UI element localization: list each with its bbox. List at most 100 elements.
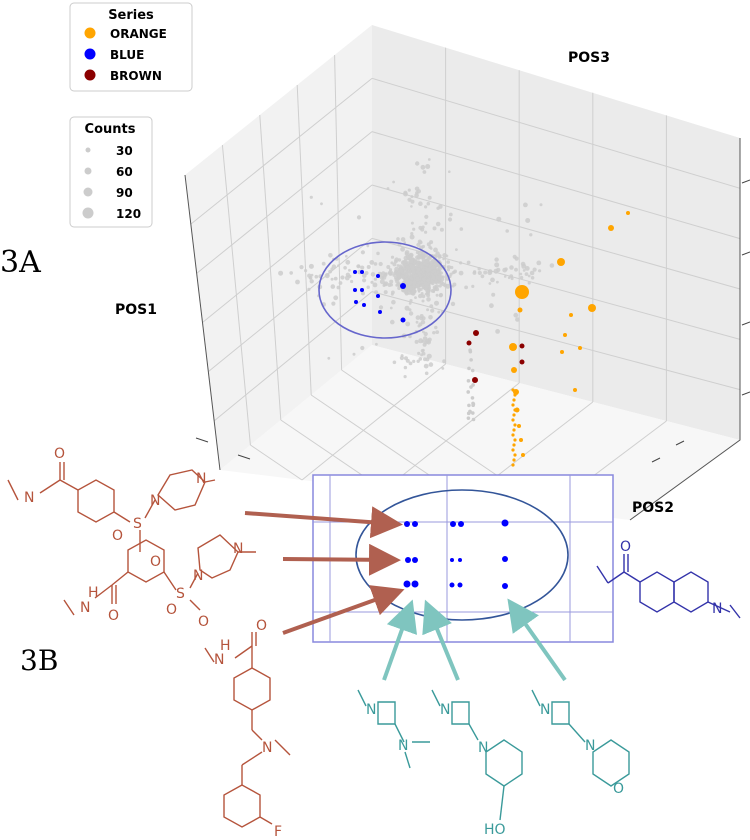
gray-point — [527, 281, 531, 285]
gray-point — [422, 330, 425, 334]
gray-point — [331, 264, 337, 269]
gray-point — [426, 201, 431, 206]
gray-point — [404, 305, 410, 311]
orange-point — [512, 458, 516, 462]
orange-point — [512, 398, 516, 402]
gray-point — [404, 289, 408, 293]
axis-line-right — [629, 138, 741, 521]
blue-point — [360, 270, 364, 274]
gray-point — [321, 261, 326, 266]
gray-point — [477, 267, 481, 271]
gray-point — [419, 270, 423, 274]
zoom-point — [404, 521, 410, 527]
gray-point — [439, 227, 444, 232]
grid-line — [383, 382, 520, 491]
orange-point — [513, 408, 517, 412]
gray-point — [422, 336, 428, 341]
gray-point — [278, 270, 284, 276]
gray-point — [314, 274, 319, 279]
brown-point — [466, 340, 472, 346]
zoom-point — [412, 521, 418, 527]
gray-point — [403, 269, 408, 275]
gray-point — [496, 216, 502, 222]
gray-point — [361, 291, 365, 296]
gray-point — [310, 273, 314, 277]
zoom-point — [458, 521, 464, 527]
gray-point — [418, 225, 423, 230]
gray-point — [421, 294, 426, 299]
gray-point — [467, 366, 471, 371]
atom-label: O — [620, 539, 631, 555]
gray-point — [348, 268, 351, 272]
gray-point — [536, 260, 542, 266]
structure-right-blue: O N — [596, 539, 741, 619]
gray-point — [372, 282, 378, 288]
orange-point — [511, 388, 515, 392]
gray-point — [480, 274, 485, 279]
gray-point — [373, 277, 377, 281]
atom-label: N — [712, 601, 722, 617]
orange-point — [563, 333, 567, 337]
gray-point — [388, 270, 393, 276]
gray-point — [466, 379, 471, 383]
gray-point — [348, 274, 352, 278]
gray-point — [408, 361, 413, 366]
gray-point — [427, 195, 432, 200]
gray-point — [432, 331, 436, 335]
gray-point — [394, 269, 398, 273]
gray-point — [379, 275, 385, 280]
gray-point — [438, 284, 442, 288]
gray-point — [420, 164, 426, 170]
gray-point — [327, 356, 331, 360]
gray-point — [375, 342, 378, 346]
legend-counts-label: 60 — [116, 165, 133, 179]
gray-point — [409, 299, 413, 303]
gray-point — [425, 164, 431, 169]
gray-point — [320, 202, 323, 206]
grid-line — [296, 84, 312, 396]
gray-point — [309, 195, 313, 199]
gray-point — [304, 269, 308, 273]
gray-point — [415, 276, 420, 282]
gray-point — [495, 329, 500, 334]
gray-point — [426, 278, 431, 283]
gray-point — [370, 272, 376, 277]
brown-point — [472, 377, 478, 383]
arrows-brown — [244, 506, 405, 635]
orange-point — [513, 393, 517, 397]
legend-counts-marker — [84, 167, 92, 175]
gray-point — [468, 410, 472, 414]
gray-point — [404, 250, 410, 255]
series-orange-points — [509, 211, 630, 467]
zoom-point — [411, 580, 419, 588]
gray-point — [438, 292, 444, 298]
legend-series-label: BROWN — [110, 69, 162, 83]
grid-line — [371, 77, 741, 189]
grid-line — [301, 363, 446, 481]
atom-label: N — [196, 471, 206, 487]
gray-point — [413, 259, 418, 264]
gray-point — [392, 262, 397, 267]
gray-point — [399, 355, 404, 361]
gray-point — [509, 274, 514, 279]
legend-series-title: Series — [108, 8, 154, 23]
gray-point — [471, 284, 475, 288]
gray-point — [494, 262, 500, 268]
structure-bottom-3: N N O — [531, 689, 630, 797]
gray-point — [491, 292, 496, 297]
atom-label: S — [176, 586, 185, 602]
atom-label: N — [398, 738, 408, 754]
gray-point — [405, 265, 410, 270]
gray-point — [428, 315, 433, 320]
gray-point — [420, 280, 424, 284]
atom-label: N — [80, 600, 90, 616]
zoom-point — [449, 582, 455, 588]
gray-point — [421, 316, 426, 321]
gray-point — [446, 260, 451, 264]
gray-point — [400, 237, 406, 242]
zoom-point — [450, 521, 456, 527]
gray-point — [466, 390, 471, 394]
gray-point — [331, 301, 336, 306]
gray-point — [309, 279, 314, 284]
gray-point — [419, 287, 423, 291]
